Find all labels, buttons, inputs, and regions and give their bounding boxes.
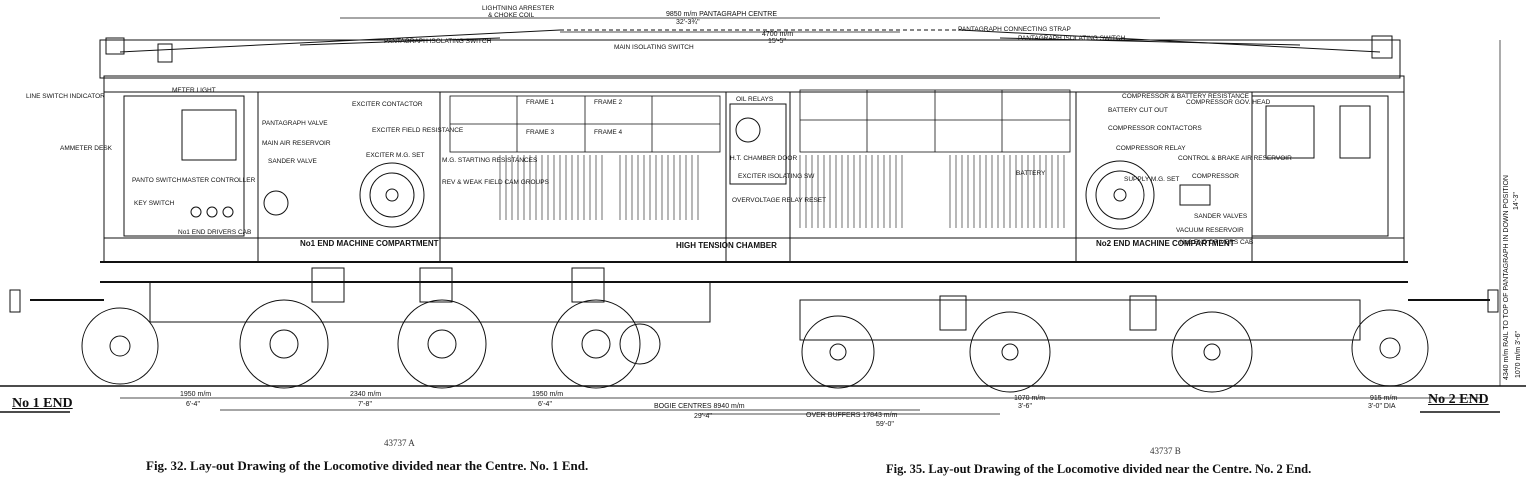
label-no1-drivers-cab: No1 END DRIVERS CAB (178, 229, 251, 236)
label-compressor-battery: COMPRESSOR & BATTERY RESISTANCE (1122, 93, 1250, 100)
dim-1070: 1070 m/m (1014, 395, 1045, 402)
no2-cab-outline (1251, 95, 1389, 237)
file-number-left: 43737 A (384, 438, 415, 448)
label-battery-cutout: BATTERY CUT OUT (1108, 107, 1168, 114)
no1-bogie (81, 267, 711, 389)
dim-915-ft: 3'-0" DIA (1368, 403, 1396, 410)
label-battery: BATTERY (1016, 170, 1046, 177)
label-compressor-relay: COMPRESSOR RELAY (1116, 145, 1186, 152)
label-ammeter-desk: AMMETER DESK (60, 145, 113, 152)
dim-height: 4340 m/m RAIL TO TOP OF PANTAGRAPH IN DO… (1503, 175, 1510, 380)
label-exciter-contactor: EXCITER CONTACTOR (352, 101, 423, 108)
label-high-tension-chamber: HIGH TENSION CHAMBER (676, 241, 777, 250)
label-lightning-arrester: LIGHTNING ARRESTER (482, 5, 555, 12)
label-control-brake-reservoir: CONTROL & BRAKE AIR RESERVOIR (1178, 155, 1292, 162)
label-supply-mg-set: SUPPLY M.G. SET (1124, 176, 1179, 183)
pantograph-arm-2 (959, 29, 1381, 53)
supply-mg-set-drawing (1085, 160, 1155, 230)
label-dim-4700: 4700 m/m (762, 31, 793, 38)
no2-bogie (799, 295, 1429, 393)
label-oil-relays: OIL RELAYS (736, 96, 774, 103)
no1-end-label: No 1 END (12, 396, 73, 411)
dim-1950-a: 1950 m/m (180, 391, 211, 398)
dim-1070-vertical: 1070 m/m 3'-6" (1515, 330, 1522, 378)
label-frame-2: FRAME 2 (594, 99, 623, 106)
dim-over-buffers-ft: 59'-0" (876, 421, 894, 428)
exciter-mg-set-drawing (359, 162, 425, 228)
label-sander-valve: SANDER VALVE (268, 158, 318, 165)
dim-1950-b: 1950 m/m (532, 391, 563, 398)
dim-bogie-centres-ft: 29'-4" (694, 413, 712, 420)
label-exciter-mg-set: EXCITER M.G. SET (366, 152, 425, 159)
label-choke-coil: & CHOKE COIL (488, 12, 535, 19)
label-ht-chamber-door: H.T. CHAMBER DOOR (730, 155, 797, 162)
label-pantagraph-valve: PANTAGRAPH VALVE (262, 120, 328, 127)
label-no2-drivers-cab: No2 END DRIVERS CAB (1180, 239, 1253, 246)
dim-915: 915 m/m (1370, 395, 1397, 402)
caption-fig32: Fig. 32. Lay-out Drawing of the Locomoti… (146, 458, 589, 473)
label-no2-machine-compartment: No2 END MACHINE COMPARTMENT (1096, 239, 1235, 248)
no2-end-label: No 2 END (1428, 392, 1489, 407)
label-panto-connecting-strap: PANTAGRAPH CONNECTING STRAP (958, 26, 1071, 33)
label-panto-isolating-switch-2: PANTAGRAPH ISOLATING SWITCH (1018, 35, 1126, 42)
dim-2340-ft: 7'-8" (358, 401, 372, 408)
label-no1-machine-compartment: No1 END MACHINE COMPARTMENT (300, 239, 439, 248)
label-panto-switch: PANTO SWITCH (132, 177, 182, 184)
roof-outline (99, 39, 1401, 79)
label-main-air-reservoir: MAIN AIR RESERVOIR (262, 140, 331, 147)
label-sander-valves: SANDER VALVES (1194, 213, 1248, 220)
buffer-left (9, 289, 21, 313)
label-compressor-gov: COMPRESSOR GOV. HEAD (1186, 99, 1271, 106)
dim-2340: 2340 m/m (350, 391, 381, 398)
file-number-right: 43737 B (1150, 446, 1181, 456)
dim-over-buffers: OVER BUFFERS 17843 m/m (806, 412, 898, 419)
ht-chamber-door-outline (729, 103, 787, 185)
label-panto-centre-ft: 32'-3¾" (676, 19, 700, 26)
dim-1950-b-ft: 6'-4" (538, 401, 552, 408)
dim-1950-a-ft: 6'-4" (186, 401, 200, 408)
label-exciter-isolating-sw: EXCITER ISOLATING SW (738, 173, 815, 180)
caption-fig35: Fig. 35. Lay-out Drawing of the Locomoti… (886, 462, 1312, 476)
label-panto-centre: 9850 m/m PANTAGRAPH CENTRE (666, 11, 777, 18)
dim-bogie-centres: BOGIE CENTRES 8940 m/m (654, 403, 745, 410)
label-dim-4700-ft: 15'-5" (768, 38, 786, 45)
label-compressor: COMPRESSOR (1192, 173, 1239, 180)
label-main-isolating-switch: MAIN ISOLATING SWITCH (614, 44, 694, 51)
label-rev-weak-field: REV & WEAK FIELD CAM GROUPS (442, 179, 550, 186)
dim-1070-ft: 3'-6" (1018, 403, 1032, 410)
pantograph-arm-1 (119, 29, 561, 53)
label-overvoltage-relay: OVERVOLTAGE RELAY RESET (732, 197, 826, 204)
label-frame-1: FRAME 1 (526, 99, 555, 106)
label-compressor-contactors: COMPRESSOR CONTACTORS (1108, 125, 1202, 132)
label-meter-light: METER LIGHT (172, 87, 216, 94)
label-vacuum-reservoir: VACUUM RESERVOIR (1176, 227, 1244, 234)
dim-height-ft: 14'-3" (1513, 192, 1520, 210)
buffer-right (1487, 289, 1499, 313)
label-frame-3: FRAME 3 (526, 129, 555, 136)
label-mg-starting-resistances: M.G. STARTING RESISTANCES (442, 157, 538, 164)
no1-cab-outline (123, 95, 245, 237)
label-panto-isolating-switch-1: PANTAGRAPH ISOLATING SWITCH (384, 38, 492, 45)
label-line-switch-indicator: LINE SWITCH INDICATOR (26, 93, 105, 100)
label-key-switch: KEY SWITCH (134, 200, 175, 207)
label-frame-4: FRAME 4 (594, 129, 623, 136)
label-exciter-field-resistance: EXCITER FIELD RESISTANCE (372, 127, 464, 134)
label-master-controller: MASTER CONTROLLER (182, 177, 256, 184)
